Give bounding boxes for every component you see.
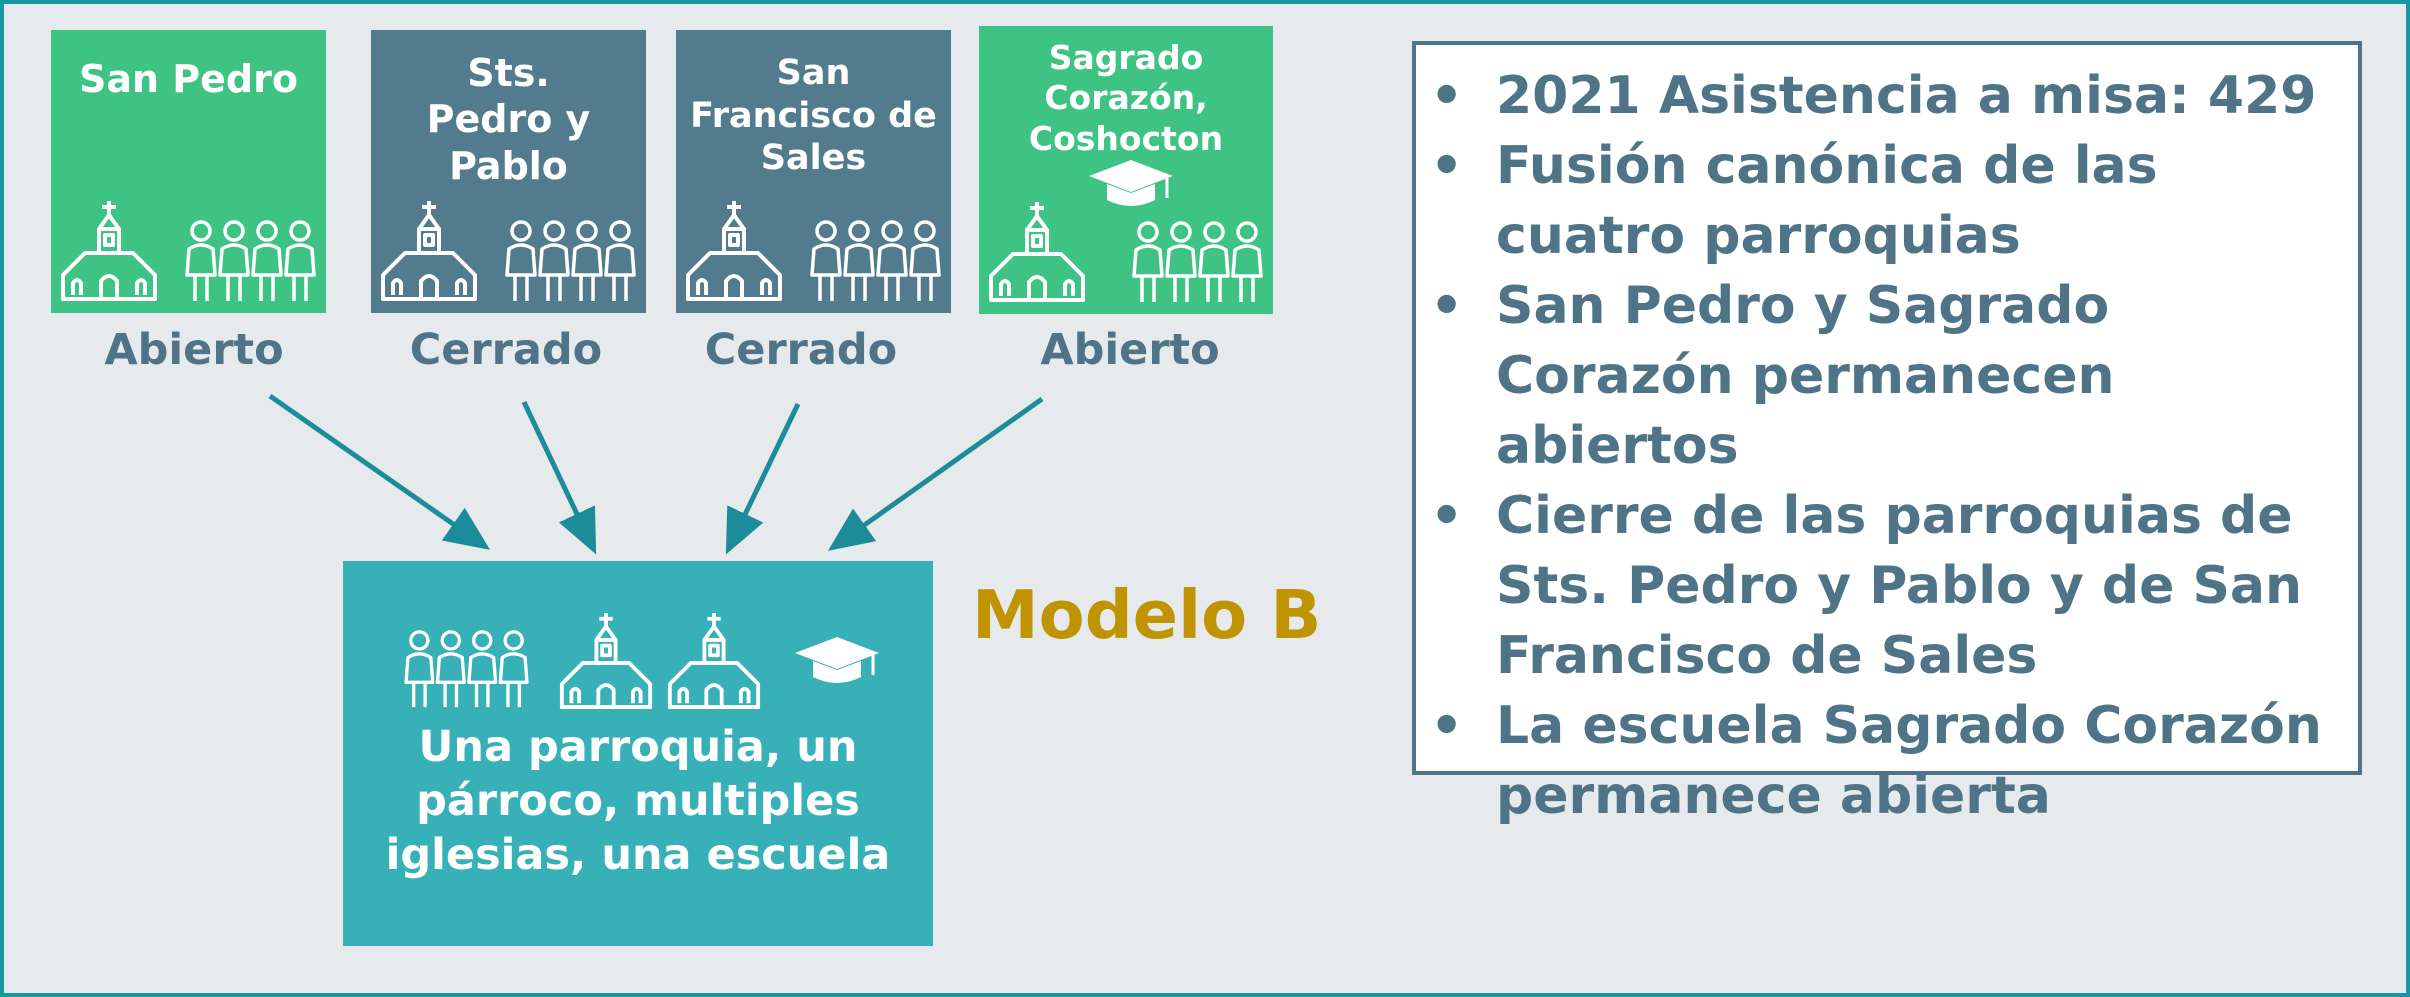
status-label: Abierto <box>1040 325 1220 375</box>
merged-parish-box: Una parroquia, un párroco, multiples igl… <box>343 561 933 946</box>
arrow <box>827 396 1044 551</box>
merge-arrows <box>268 393 1044 555</box>
fact-item: Fusión canónica de las cuatro parroquias <box>1430 131 2338 271</box>
status-label: Abierto <box>104 325 284 375</box>
arrow <box>268 393 491 550</box>
merged-description: Una parroquia, un párroco, multiples igl… <box>385 722 891 880</box>
parish-name: San Francisco de Sales <box>690 53 937 179</box>
status-label: Cerrado <box>409 325 603 375</box>
church-icon <box>558 611 654 711</box>
arrow <box>725 402 801 555</box>
status-label: Cerrado <box>704 325 898 375</box>
model-label: Modelo B <box>972 576 1322 654</box>
fact-item: 2021 Asistencia a misa: 429 <box>1430 61 2338 131</box>
church-icon <box>666 611 762 711</box>
parish-card-sagrado-corazon: Sagrado Corazón, Coshocton <box>979 26 1273 314</box>
merged-icons <box>403 611 883 711</box>
parish-card-san-pedro: San Pedro <box>51 30 326 313</box>
arrow <box>521 400 597 555</box>
parish-name: San Pedro <box>79 57 298 101</box>
fact-item: San Pedro y Sagrado Corazón permanecen a… <box>1430 271 2338 481</box>
fact-item: La escuela Sagrado Corazón permanece abi… <box>1430 691 2338 831</box>
parish-name: Sagrado Corazón, Coshocton <box>1028 38 1224 158</box>
people-icon <box>403 629 531 709</box>
facts-box: 2021 Asistencia a misa: 429 Fusión canón… <box>1412 41 2362 826</box>
fact-item: Cierre de las parroquias de Sts. Pedro y… <box>1430 481 2338 691</box>
parish-card-sts-pedro-y-pablo: Sts. Pedro y Pablo <box>371 30 646 313</box>
parish-card-san-francisco-de-sales: San Francisco de Sales <box>676 30 951 313</box>
facts-list: 2021 Asistencia a misa: 429 Fusión canón… <box>1430 61 2338 831</box>
graduation-cap-icon <box>793 635 881 687</box>
parish-name: Sts. Pedro y Pablo <box>426 51 591 188</box>
